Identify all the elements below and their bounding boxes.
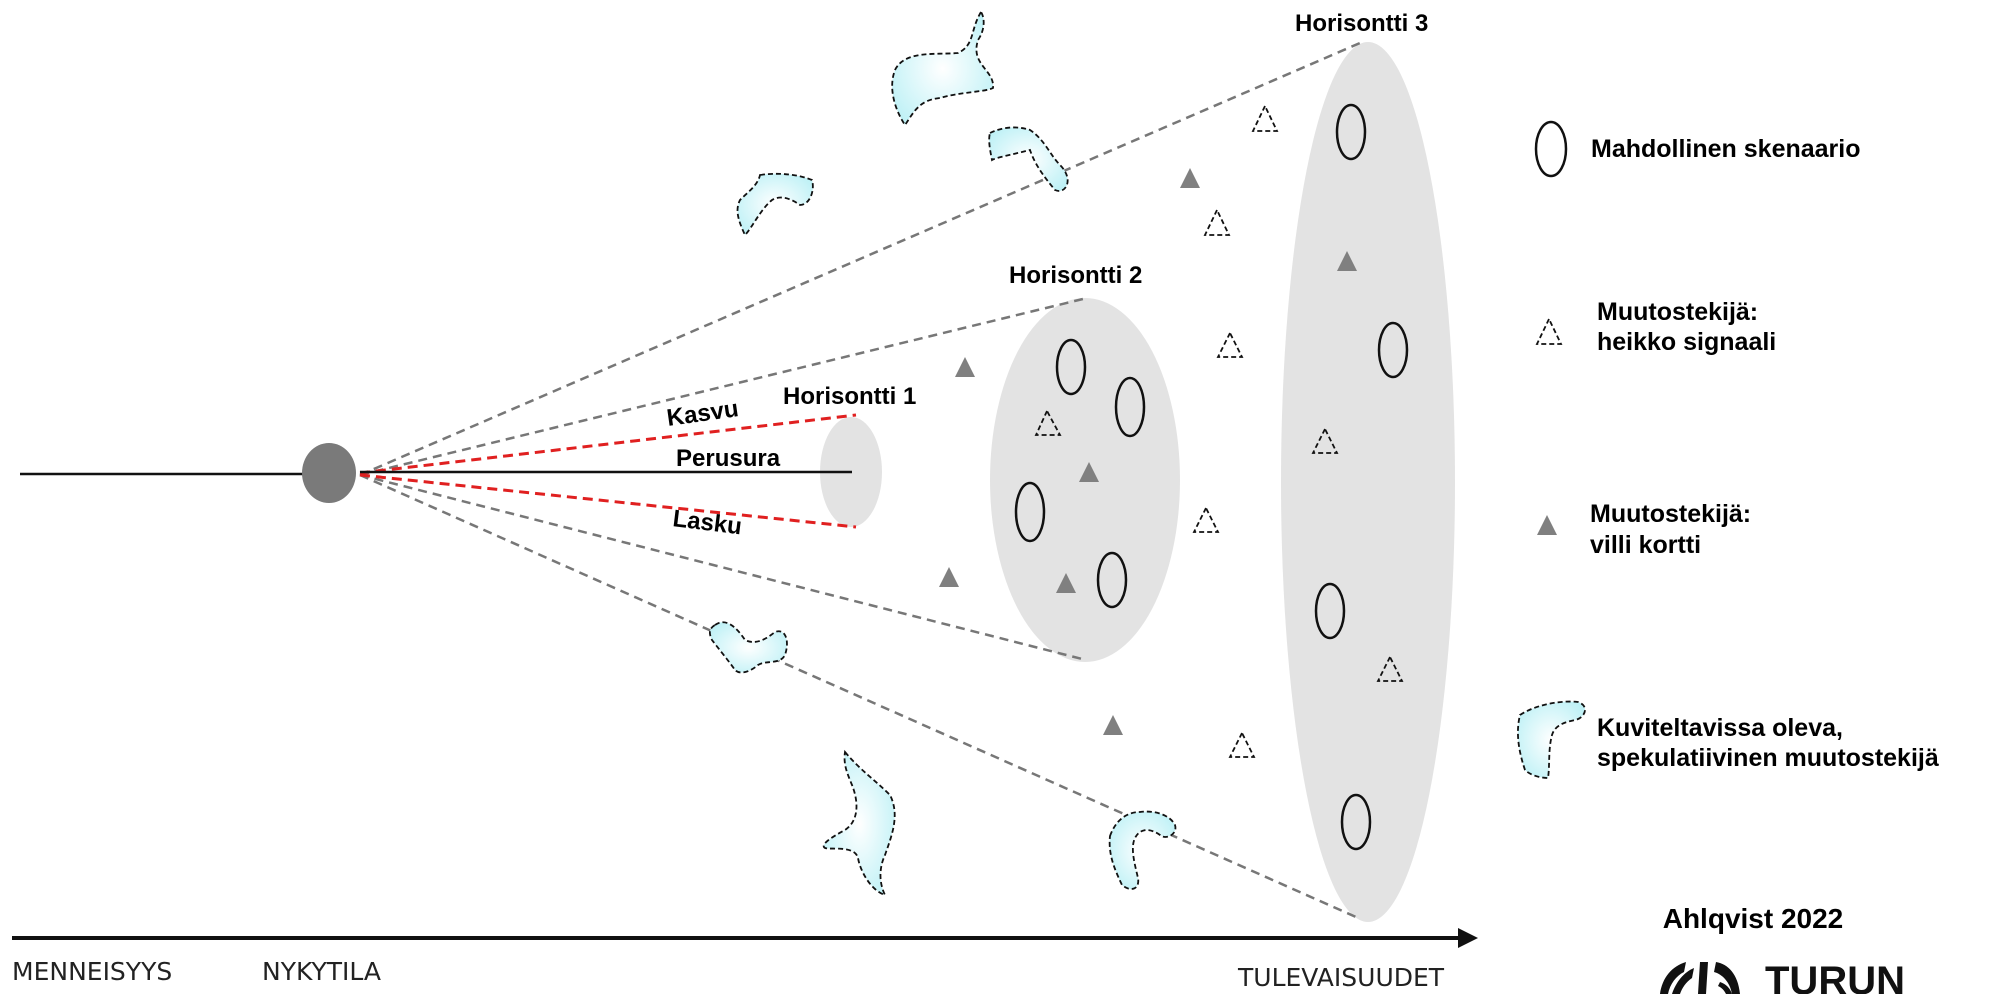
horizon-3-label: Horisontti 3 (1295, 10, 1428, 37)
horizon-2-label: Horisontti 2 (1009, 262, 1142, 289)
legend-scenario-label: Mahdollinen skenaario (1591, 135, 1861, 163)
credit-label: Ahlqvist 2022 (1663, 903, 1844, 934)
speculative-blob (822, 749, 896, 897)
legend-speculative-label-1: Kuviteltavissa oleva, (1597, 714, 1843, 742)
legend-scenario-icon (1534, 120, 1568, 178)
speculative-blob (736, 172, 814, 237)
legend-wild-card-icon (1537, 515, 1557, 535)
weak-signals (1034, 103, 1563, 758)
wild-card-triangle (1337, 251, 1357, 271)
scenario-oval (1096, 551, 1128, 609)
wild-cards (939, 168, 1357, 735)
baseline-label: Perusura (676, 445, 781, 472)
wild-card-triangle (939, 567, 959, 587)
horizon-1-label: Horisontti 1 (783, 383, 916, 410)
decline-path (359, 473, 857, 529)
logo-text: TURUN (1765, 959, 1905, 994)
weak-signal-triangle (1251, 103, 1279, 132)
legend-weak-signal-icon (1535, 316, 1563, 345)
weak-signal-triangle (1216, 330, 1244, 358)
weak-signal-triangle (1192, 505, 1220, 533)
decline-label: Lasku (671, 505, 743, 540)
scenario-ovals (1014, 103, 1409, 851)
speculative-blob (988, 126, 1069, 192)
logo-emblem-icon (1660, 962, 1740, 994)
cone-lines (359, 41, 1361, 919)
growth-label: Kasvu (665, 395, 740, 432)
timeline-futures-label: TULEVAISUUDET (1237, 963, 1445, 992)
legend-wild-card-label-1: Muutostekijä: (1590, 500, 1751, 528)
scenario-oval (1014, 481, 1046, 543)
weak-signal-triangle (1203, 207, 1231, 236)
wild-card-triangle (1103, 715, 1123, 735)
university-logo: TURUN (1660, 959, 1905, 994)
weak-signal-triangle (1376, 654, 1404, 682)
scenario-oval (1335, 103, 1367, 161)
legend-speculative-icon (1517, 700, 1586, 779)
speculative-factors (708, 10, 1586, 897)
weak-signal-triangle (1228, 730, 1256, 758)
scenario-oval (1114, 376, 1146, 438)
legend-weak-signal-label-1: Muutostekijä: (1597, 298, 1758, 326)
legend-wild-card-label-2: villi kortti (1590, 531, 1701, 559)
scenario-oval (1055, 338, 1087, 396)
wild-card-triangle (955, 357, 975, 377)
legend-speculative-label-2: spekulatiivinen muutostekijä (1597, 744, 1939, 772)
growth-path (359, 413, 857, 475)
weak-signal-triangle (1034, 408, 1062, 436)
scenario-oval (1314, 582, 1346, 640)
wild-card-triangle (1079, 462, 1099, 482)
scenario-paths (359, 413, 857, 529)
speculative-blob (1108, 810, 1177, 890)
wild-card-triangle (1180, 168, 1200, 188)
weak-signal-triangle (1311, 426, 1339, 454)
time-axis-arrowhead (1458, 928, 1478, 948)
speculative-blob (891, 10, 994, 127)
wild-card-triangle (1056, 573, 1076, 593)
timeline-past-label: MENNEISYYS (12, 957, 172, 986)
legend-weak-signal-label-2: heikko signaali (1597, 328, 1776, 356)
timeline-present-label: NYKYTILA (262, 957, 381, 986)
scenario-oval (1340, 793, 1372, 851)
horizon-3-area (1281, 42, 1455, 922)
scenario-oval (1377, 321, 1409, 379)
speculative-blob (708, 621, 788, 674)
present-dot (302, 443, 356, 503)
